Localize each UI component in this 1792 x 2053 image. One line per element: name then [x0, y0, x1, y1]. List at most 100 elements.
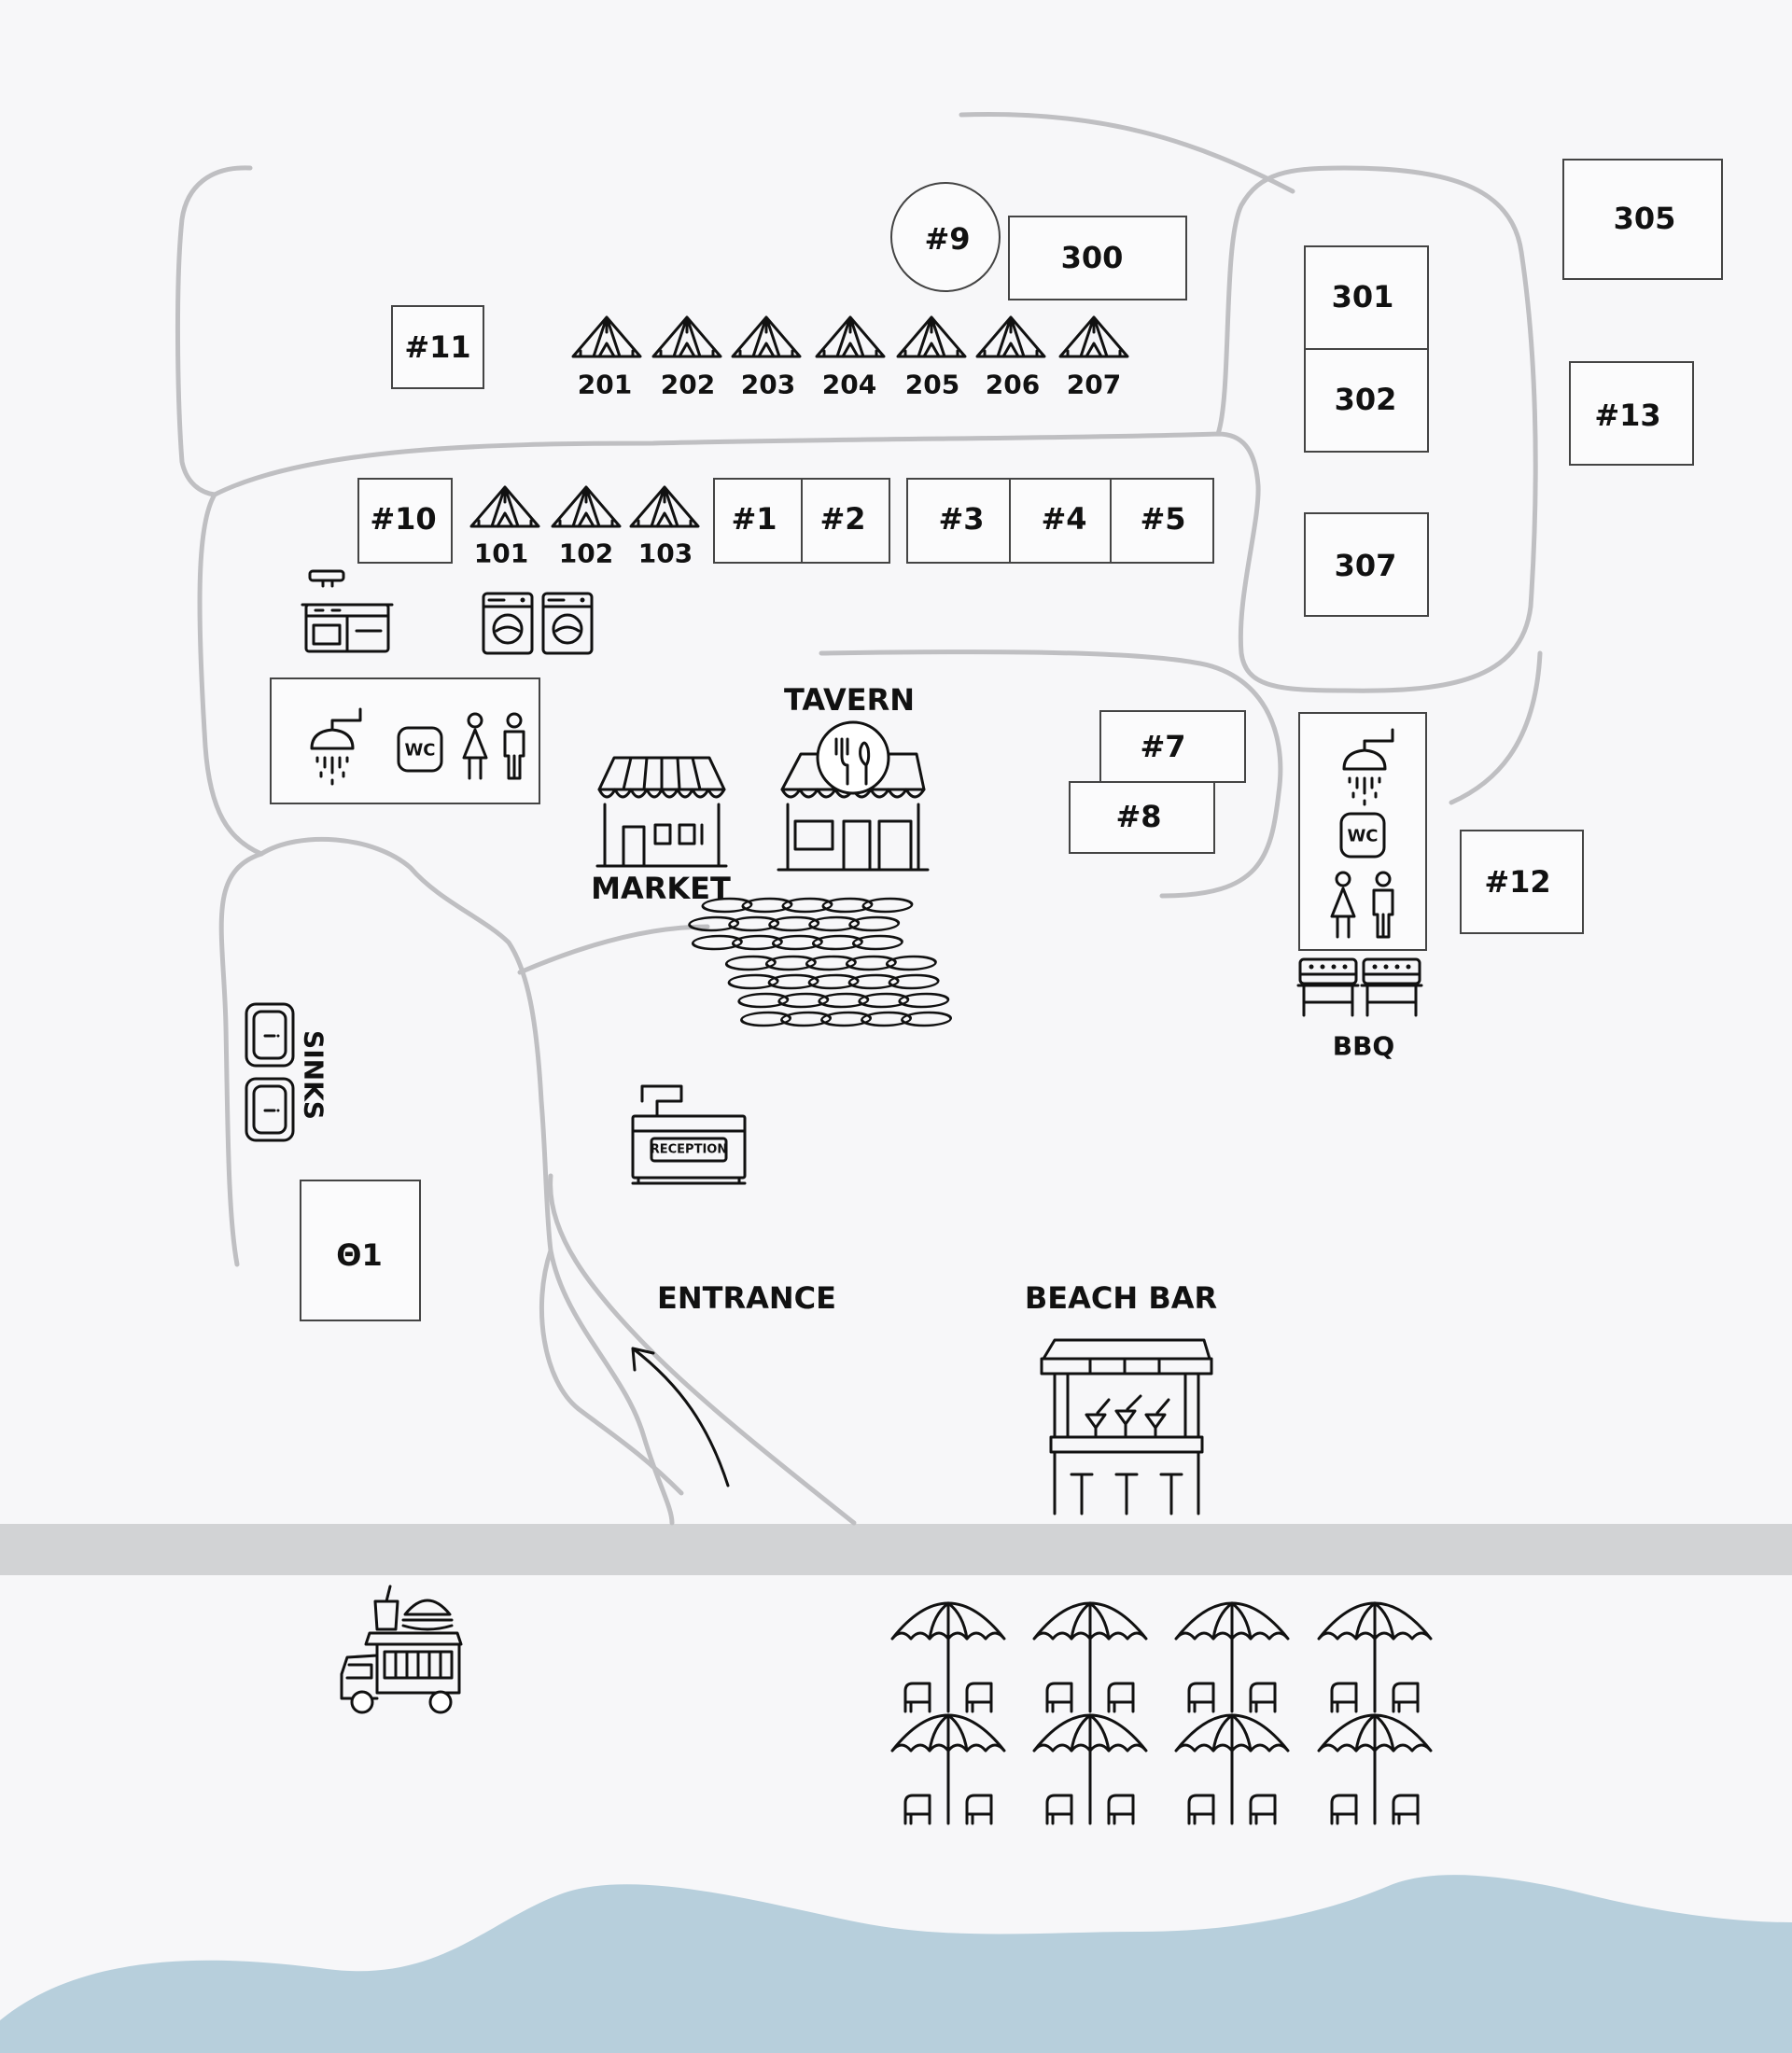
sinks[interactable]: SINKS	[245, 1002, 329, 1142]
east-toilet-block[interactable]: WC	[1298, 712, 1427, 951]
tent-label: 201	[578, 370, 632, 400]
pitch-9[interactable]: #9	[890, 182, 1001, 292]
tent-204[interactable]: 204	[815, 315, 886, 400]
pitch-label: #12	[1484, 864, 1550, 900]
pitch-10[interactable]: #10	[357, 478, 453, 564]
pitch-label: #7	[1140, 729, 1185, 764]
umbrella-icon	[1032, 1601, 1148, 1713]
tent-icon	[896, 315, 967, 358]
tent-103[interactable]: 103	[629, 485, 700, 569]
tent-icon	[1058, 315, 1129, 358]
wc-icon: WC	[1339, 812, 1386, 859]
tent-label: 102	[559, 538, 613, 569]
sea-wave	[0, 1875, 1792, 2053]
tavern-label: TAVERN	[784, 682, 915, 718]
tavern-icon	[777, 720, 930, 872]
reception[interactable]: RECEPTION	[631, 1084, 747, 1185]
tent-icon	[629, 485, 700, 528]
tent-icon	[975, 315, 1046, 358]
reception-label: RECEPTION	[651, 1143, 727, 1157]
pitch-7[interactable]: #7	[1099, 710, 1246, 783]
pitch-2[interactable]: #2	[801, 478, 890, 564]
tent-203[interactable]: 203	[731, 315, 802, 400]
pitch-label: #9	[924, 221, 970, 257]
camp-paths	[175, 112, 1543, 1526]
pitch-label: 302	[1335, 382, 1397, 417]
pitch-307[interactable]: 307	[1304, 512, 1429, 617]
pitch-12[interactable]: #12	[1460, 830, 1584, 934]
pitch-label: #3	[938, 501, 984, 537]
sink-icon	[245, 1077, 295, 1142]
pitch-300[interactable]: 300	[1008, 216, 1187, 300]
tent-label: 205	[905, 370, 959, 400]
tent-label: 101	[474, 538, 528, 569]
bbq-grill-icon	[1296, 957, 1360, 1017]
pitch-8[interactable]: #8	[1069, 781, 1215, 854]
pitch-label: 305	[1614, 201, 1676, 236]
sinks-label: SINKS	[299, 1030, 329, 1120]
beach-bar-icon	[1040, 1338, 1213, 1515]
tent-101[interactable]: 101	[469, 485, 540, 569]
pitch-label: 301	[1332, 279, 1394, 314]
pitch-label: #2	[819, 501, 865, 537]
wc-label: WC	[1347, 827, 1378, 846]
pitch-11[interactable]: #11	[391, 305, 484, 389]
pitch-label: #10	[370, 501, 436, 537]
pitch-4[interactable]: #4	[1009, 478, 1112, 564]
bbq-label: BBQ	[1333, 1031, 1395, 1062]
market[interactable]: MARKET	[591, 756, 731, 906]
pitch-label: 300	[1061, 240, 1124, 275]
tent-206[interactable]: 206	[975, 315, 1046, 400]
tent-label: 207	[1067, 370, 1121, 400]
tent-label: 206	[986, 370, 1040, 400]
umbrella-icon	[1317, 1713, 1433, 1825]
sink-icon	[245, 1002, 295, 1068]
tent-icon	[551, 485, 622, 528]
wc-icon: WC	[397, 726, 443, 773]
bbq[interactable]: BBQ	[1296, 957, 1423, 1062]
tent-label: 203	[741, 370, 795, 400]
reception-desk-icon	[631, 1084, 747, 1185]
pitch-305[interactable]: 305	[1562, 159, 1723, 280]
food-truck-icon	[340, 1585, 463, 1714]
tent-row-100: 101 102 103	[469, 485, 700, 569]
pitch-13[interactable]: #13	[1569, 361, 1694, 466]
pitch-label: #5	[1140, 501, 1185, 537]
tent-label: 204	[822, 370, 876, 400]
tent-icon	[731, 315, 802, 358]
tent-label: 103	[638, 538, 693, 569]
pitch-01[interactable]: Θ1	[300, 1180, 421, 1321]
entrance-label: ENTRANCE	[657, 1280, 836, 1316]
pitch-302[interactable]: 302	[1304, 348, 1429, 453]
tent-205[interactable]: 205	[896, 315, 967, 400]
wc-label: WC	[404, 741, 435, 761]
tent-102[interactable]: 102	[551, 485, 622, 569]
pitch-1[interactable]: #1	[713, 478, 803, 564]
tent-201[interactable]: 201	[571, 315, 642, 400]
tent-label: 202	[661, 370, 715, 400]
tent-207[interactable]: 207	[1058, 315, 1129, 400]
tavern[interactable]: TAVERN	[777, 682, 930, 872]
beach-bar[interactable]: BEACH BAR	[1025, 1280, 1217, 1515]
tent-icon	[571, 315, 642, 358]
umbrella-icon	[1317, 1601, 1433, 1713]
pitch-5[interactable]: #5	[1110, 478, 1214, 564]
west-toilet-block[interactable]: WC	[270, 677, 540, 804]
coastal-road	[0, 1524, 1792, 1575]
pitch-3[interactable]: #3	[906, 478, 1011, 564]
market-label: MARKET	[591, 871, 731, 906]
beach-bar-label: BEACH BAR	[1025, 1280, 1217, 1316]
pitch-301[interactable]: 301	[1304, 245, 1429, 350]
washing-machine-icon	[541, 592, 594, 655]
tent-icon	[815, 315, 886, 358]
pitch-label: #11	[404, 329, 470, 365]
tent-icon	[469, 485, 540, 528]
pitch-label: #8	[1115, 799, 1161, 834]
tent-202[interactable]: 202	[651, 315, 722, 400]
washing-machine-icon	[482, 592, 534, 655]
pitch-label: #4	[1041, 501, 1086, 537]
arrow-icon	[631, 1347, 730, 1487]
stove-icon	[301, 569, 394, 653]
seating-icon	[685, 897, 955, 1027]
